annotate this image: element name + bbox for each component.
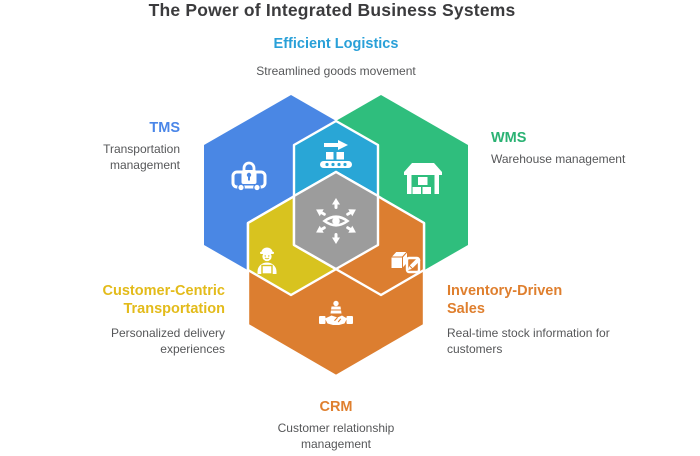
warehouse-icon (404, 163, 442, 194)
tms-heading: TMS (149, 120, 180, 136)
crm-heading: CRM (319, 399, 353, 415)
wms-description: Warehouse management (491, 152, 626, 166)
efficient-logistics-description: Streamlined goods movement (256, 64, 416, 78)
wms-heading: WMS (491, 130, 527, 146)
visibility-eye-arrows-icon (316, 198, 356, 244)
handshake-icon (319, 300, 353, 325)
tms-description: Transportation management (103, 142, 180, 172)
customer-centric-description: Personalized delivery experiences (110, 326, 225, 356)
crm-description: Customer relationship management (277, 421, 395, 451)
inventory-box-edit-icon (389, 250, 421, 274)
efficient-logistics-heading: Efficient Logistics (273, 36, 399, 52)
delivery-person-icon (257, 247, 277, 275)
customer-centric-heading: Customer-Centric Transportation (102, 283, 225, 317)
inventory-sales-heading: Inventory-Driven Sales (447, 283, 563, 317)
inventory-sales-description: Real-time stock information for customer… (447, 326, 610, 356)
page-title: The Power of Integrated Business Systems (148, 0, 516, 20)
conveyor-arrow-icon (320, 140, 352, 168)
secure-truck-icon (231, 161, 267, 192)
